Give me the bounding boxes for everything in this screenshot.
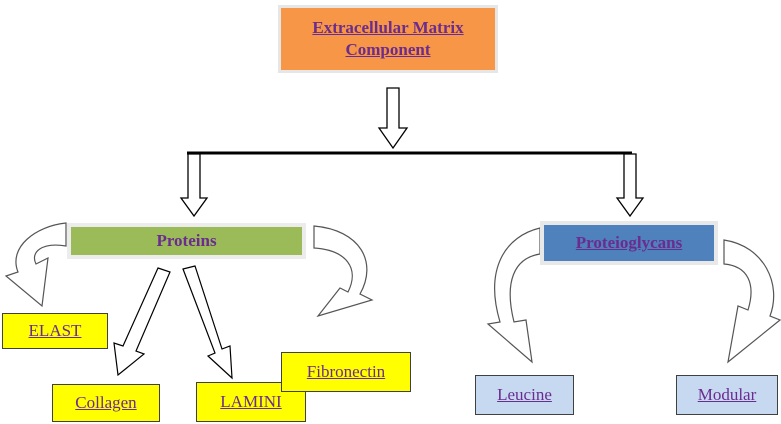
collagen-node: Collagen [52,384,160,422]
modular-curved-arrow [723,239,781,364]
fibronectin-node: Fibronectin [281,352,411,392]
root-node: Extracellular Matrix Component [278,5,498,73]
lamini-arrow [182,265,233,380]
collagen-label: Collagen [75,393,137,412]
modular-label: Modular [697,385,757,404]
leucine-curved-arrow [486,227,541,364]
root-down-arrow [377,87,409,150]
proteins-label: Proteins [156,231,217,250]
proteoglycans-down-arrow [615,153,645,218]
fibronectin-label: Fibronectin [306,362,386,381]
elast-node: ELAST [2,313,108,349]
collagen-arrow [113,267,171,377]
root-label: Extracellular Matrix Component [312,18,464,59]
leucine-node: Leucine [475,375,574,415]
modular-node: Modular [676,375,778,415]
elast-curved-arrow [4,222,67,308]
proteoglycans-label: Proteioglycans [575,233,683,252]
proteins-down-arrow [179,153,209,218]
proteoglycans-node: Proteioglycans [540,221,718,265]
leucine-label: Leucine [497,385,552,404]
proteins-node: Proteins [67,223,306,259]
lamini-label: LAMINI [220,392,282,411]
elast-label: ELAST [28,321,82,340]
fibronectin-curved-arrow [313,225,374,318]
